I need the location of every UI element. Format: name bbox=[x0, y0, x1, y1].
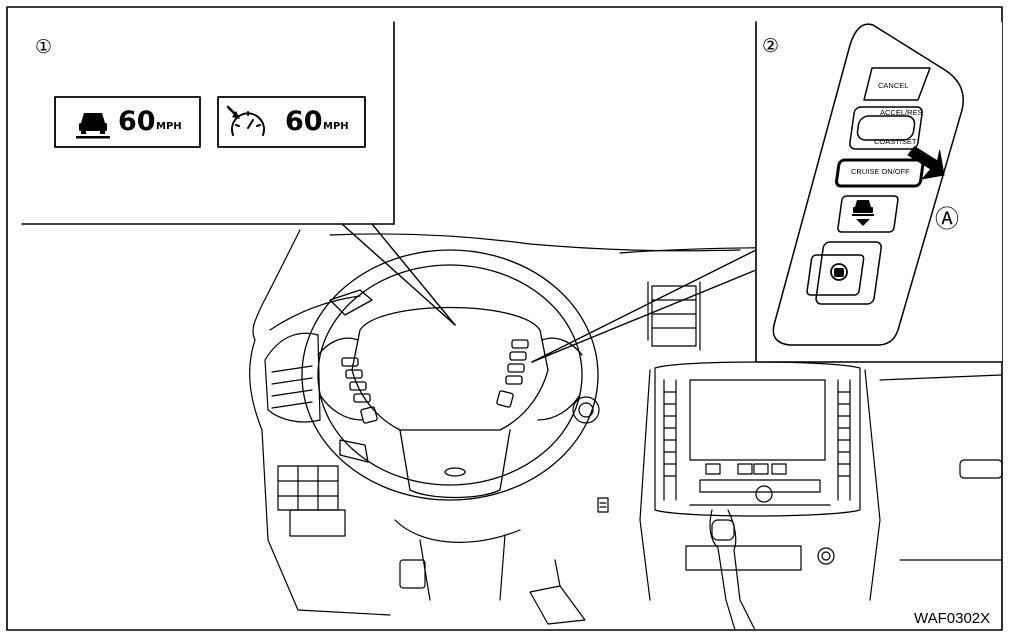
right-switches bbox=[496, 339, 529, 408]
speed-left-unit: MPH bbox=[156, 121, 182, 132]
distance-button bbox=[837, 195, 899, 233]
distance-car-icon bbox=[852, 200, 874, 226]
cruise-onoff-button bbox=[834, 158, 925, 188]
coast-set-label: COAST/SET bbox=[874, 137, 917, 146]
speed-display-right bbox=[217, 96, 366, 148]
pointer-line-2 bbox=[531, 249, 757, 363]
cruise-car-icon bbox=[76, 113, 110, 139]
switch-panel bbox=[772, 23, 964, 346]
inset-2-border bbox=[755, 21, 1003, 363]
callout-1: ① bbox=[35, 36, 53, 58]
steering-wheel bbox=[301, 249, 599, 501]
dashboard bbox=[249, 229, 1002, 625]
cruise-onoff-label: CRUISE ON/OFF bbox=[851, 167, 910, 176]
cancel-button bbox=[863, 67, 931, 101]
arrow-a bbox=[907, 146, 945, 180]
speed-display-left bbox=[54, 96, 201, 148]
lane-button-housing bbox=[815, 241, 882, 305]
speed-right-unit: MPH bbox=[323, 121, 349, 132]
accel-coast-rocker bbox=[849, 106, 923, 150]
callout-2: ② bbox=[762, 35, 780, 57]
speed-right-value: 60 bbox=[285, 106, 323, 137]
callout-a: Ⓐ bbox=[935, 205, 959, 233]
center-console bbox=[639, 281, 1003, 631]
accel-res-label: ACCEL/RES bbox=[880, 108, 923, 117]
figure-code: WAF0302X bbox=[914, 610, 991, 627]
left-switches bbox=[341, 357, 378, 424]
cancel-label: CANCEL bbox=[878, 81, 909, 90]
pointer-line-1 bbox=[341, 223, 456, 326]
speedometer-set-icon bbox=[226, 105, 265, 136]
lane-car-icon bbox=[830, 263, 848, 281]
speed-left-value: 60 bbox=[118, 106, 156, 137]
